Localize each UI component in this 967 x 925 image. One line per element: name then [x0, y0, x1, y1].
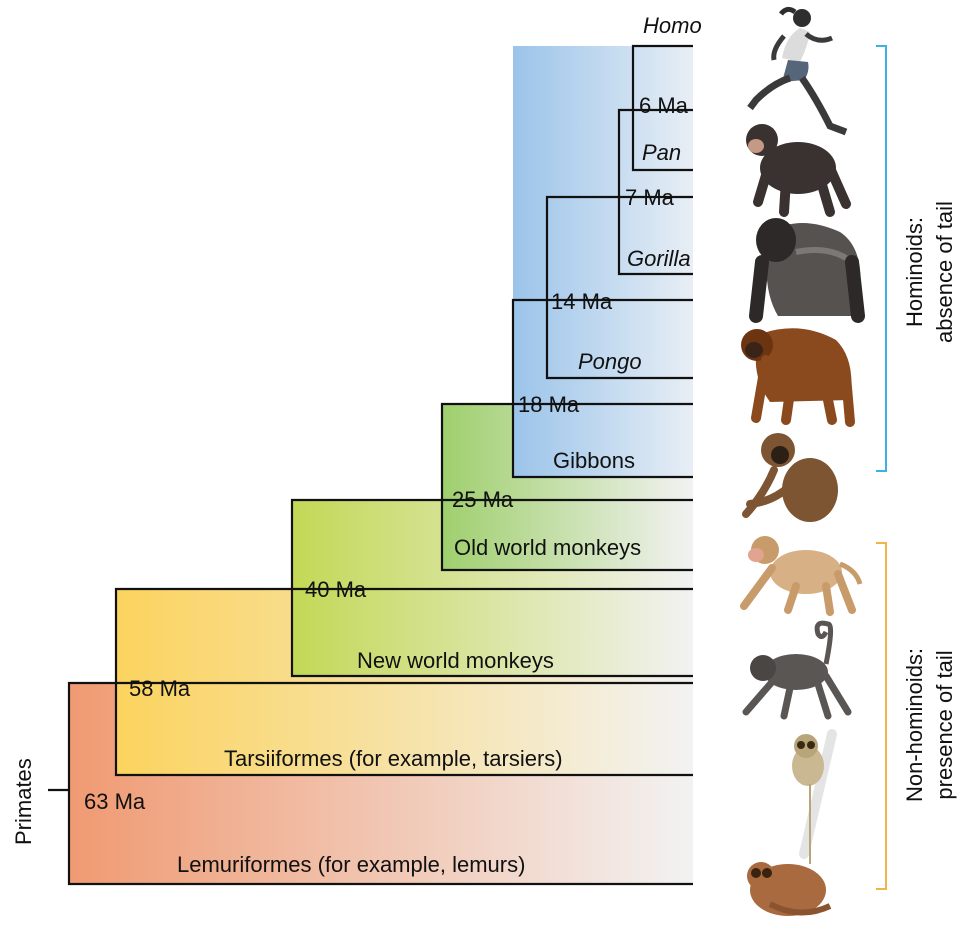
- gibbon-icon: [746, 433, 838, 522]
- taxon-pongo: Pongo: [578, 349, 642, 374]
- non-hominoid-label-line2: presence of tail: [932, 650, 957, 799]
- taxon-new-world-monkeys: New world monkeys: [357, 648, 554, 673]
- time-tarsiiformes: 58 Ma: [129, 676, 191, 701]
- non-hominoid-bracket: [876, 543, 886, 889]
- time-pongo: 14 Ma: [551, 289, 613, 314]
- macaque-icon: [744, 536, 860, 612]
- orangutan-icon: [741, 328, 851, 422]
- taxon-homo: Homo: [643, 13, 702, 38]
- taxon-lemuriformes: Lemuriformes (for example, lemurs): [177, 852, 525, 877]
- spider-monkey-icon: [746, 623, 848, 716]
- taxon-pan: Pan: [642, 140, 681, 165]
- time-lemuriformes: 63 Ma: [84, 789, 146, 814]
- taxon-old-world-monkeys: Old world monkeys: [454, 535, 641, 560]
- taxon-tarsiiformes: Tarsiiformes (for example, tarsiers): [224, 746, 563, 771]
- chimpanzee-icon: [746, 124, 846, 212]
- gorilla-icon: [756, 218, 861, 316]
- hominoid-label-line2: absence of tail: [932, 201, 957, 343]
- hominoid-bracket: [876, 46, 886, 471]
- non-hominoid-label-line1: Non-hominoids:: [902, 648, 927, 802]
- taxon-gorilla: Gorilla: [627, 246, 691, 271]
- taxon-gibbons: Gibbons: [553, 448, 635, 473]
- lemur-icon: [747, 862, 830, 916]
- time-gorilla: 7 Ma: [625, 185, 675, 210]
- time-gibbons: 18 Ma: [518, 392, 580, 417]
- hominoid-label-line1: Hominoids:: [902, 217, 927, 327]
- root-label: Primates: [11, 758, 36, 845]
- time-old-world: 25 Ma: [452, 487, 514, 512]
- time-new-world: 40 Ma: [305, 577, 367, 602]
- human-runner-icon: [750, 9, 846, 132]
- tarsier-icon: [792, 734, 832, 864]
- time-homo-pan: 6 Ma: [639, 93, 689, 118]
